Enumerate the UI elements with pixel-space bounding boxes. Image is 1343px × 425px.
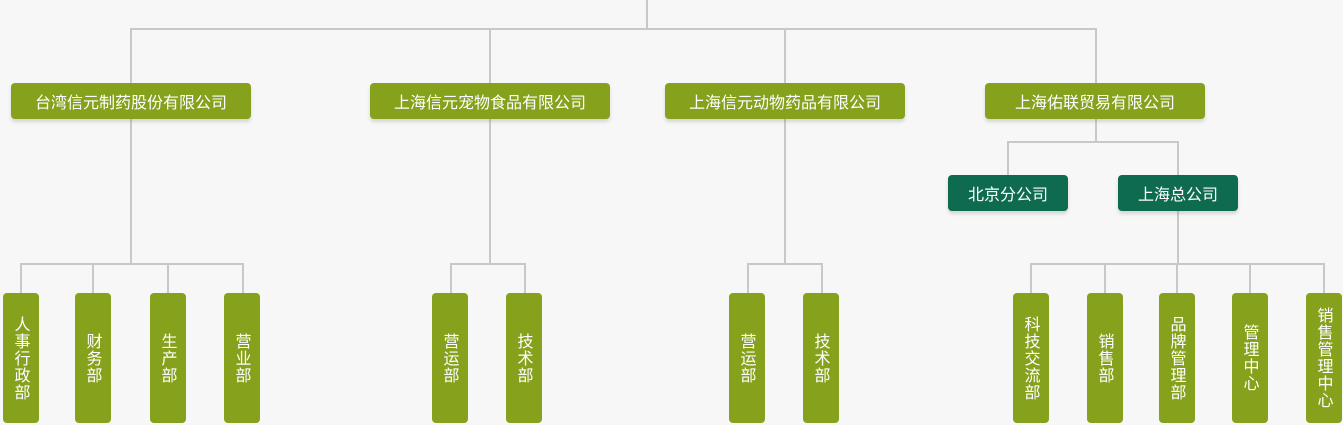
connector-c2-d2 [524,263,526,295]
department-node: 技术部 [803,293,839,423]
connector-c3-d2 [821,263,823,295]
department-node: 销售部 [1087,293,1123,423]
connector-c3-d1 [747,263,749,295]
department-label: 技术部 [514,332,534,384]
department-label: 营业部 [232,332,252,384]
branch-label: 上海总公司 [1137,185,1218,204]
connector-c1-up [130,28,132,84]
connector-c1-d3 [167,263,169,295]
connector-b2-up [1177,141,1179,176]
department-node: 营业部 [224,293,260,423]
connector-top-bar [130,28,1097,30]
company-node: 上海佑联贸易有限公司 [985,83,1205,119]
department-node: 品牌管理部 [1159,293,1195,423]
connector-c4-down [1095,118,1097,142]
connector-c4-up [1095,28,1097,84]
connector-c1-d2 [92,263,94,295]
company-label: 台湾信元制药股份有限公司 [34,93,227,112]
department-label: 品牌管理部 [1167,315,1187,401]
department-label: 管理中心 [1240,324,1260,392]
department-label: 财务部 [83,332,103,384]
company-node: 台湾信元制药股份有限公司 [11,83,251,119]
connector-c4-branch-bar [1007,141,1179,143]
connector-c1-d1 [20,263,22,295]
department-label: 科技交流部 [1021,315,1041,401]
department-label: 营运部 [737,332,757,384]
department-label: 销售管理中心 [1314,307,1334,409]
department-node: 营运部 [729,293,765,423]
connector-c4-d3 [1176,263,1178,295]
company-label: 上海佑联贸易有限公司 [1014,93,1175,112]
connector-c2-bar [450,263,526,265]
department-label: 人事行政部 [11,315,31,401]
department-node: 技术部 [506,293,542,423]
department-node: 营运部 [432,293,468,423]
connector-b2-down [1177,209,1179,265]
connector-c4-d4 [1249,263,1251,295]
department-node: 财务部 [75,293,111,423]
department-node: 科技交流部 [1013,293,1049,423]
connector-root [646,0,648,30]
department-node: 人事行政部 [3,293,39,423]
connector-c4-d5 [1323,263,1325,295]
connector-c1-bar [20,263,244,265]
branch-label: 北京分公司 [967,185,1048,204]
connector-c1-d4 [242,263,244,295]
department-node: 管理中心 [1232,293,1268,423]
company-label: 上海信元宠物食品有限公司 [393,93,586,112]
department-label: 技术部 [811,332,831,384]
connector-b1-up [1007,141,1009,176]
branch-node: 上海总公司 [1118,175,1238,211]
company-label: 上海信元动物药品有限公司 [688,93,881,112]
department-label: 销售部 [1095,332,1115,384]
company-node: 上海信元宠物食品有限公司 [370,83,610,119]
department-label: 营运部 [440,332,460,384]
department-label: 生产部 [158,332,178,384]
department-node: 销售管理中心 [1306,293,1342,423]
company-node: 上海信元动物药品有限公司 [665,83,905,119]
branch-node: 北京分公司 [948,175,1068,211]
connector-c2-up [489,28,491,84]
connector-c3-bar [747,263,823,265]
connector-c1-down [130,118,132,264]
connector-c4-d2 [1104,263,1106,295]
department-node: 生产部 [150,293,186,423]
connector-c2-d1 [450,263,452,295]
connector-c3-down [784,118,786,264]
connector-c2-down [489,118,491,264]
connector-c4-d1 [1030,263,1032,295]
connector-c3-up [784,28,786,84]
